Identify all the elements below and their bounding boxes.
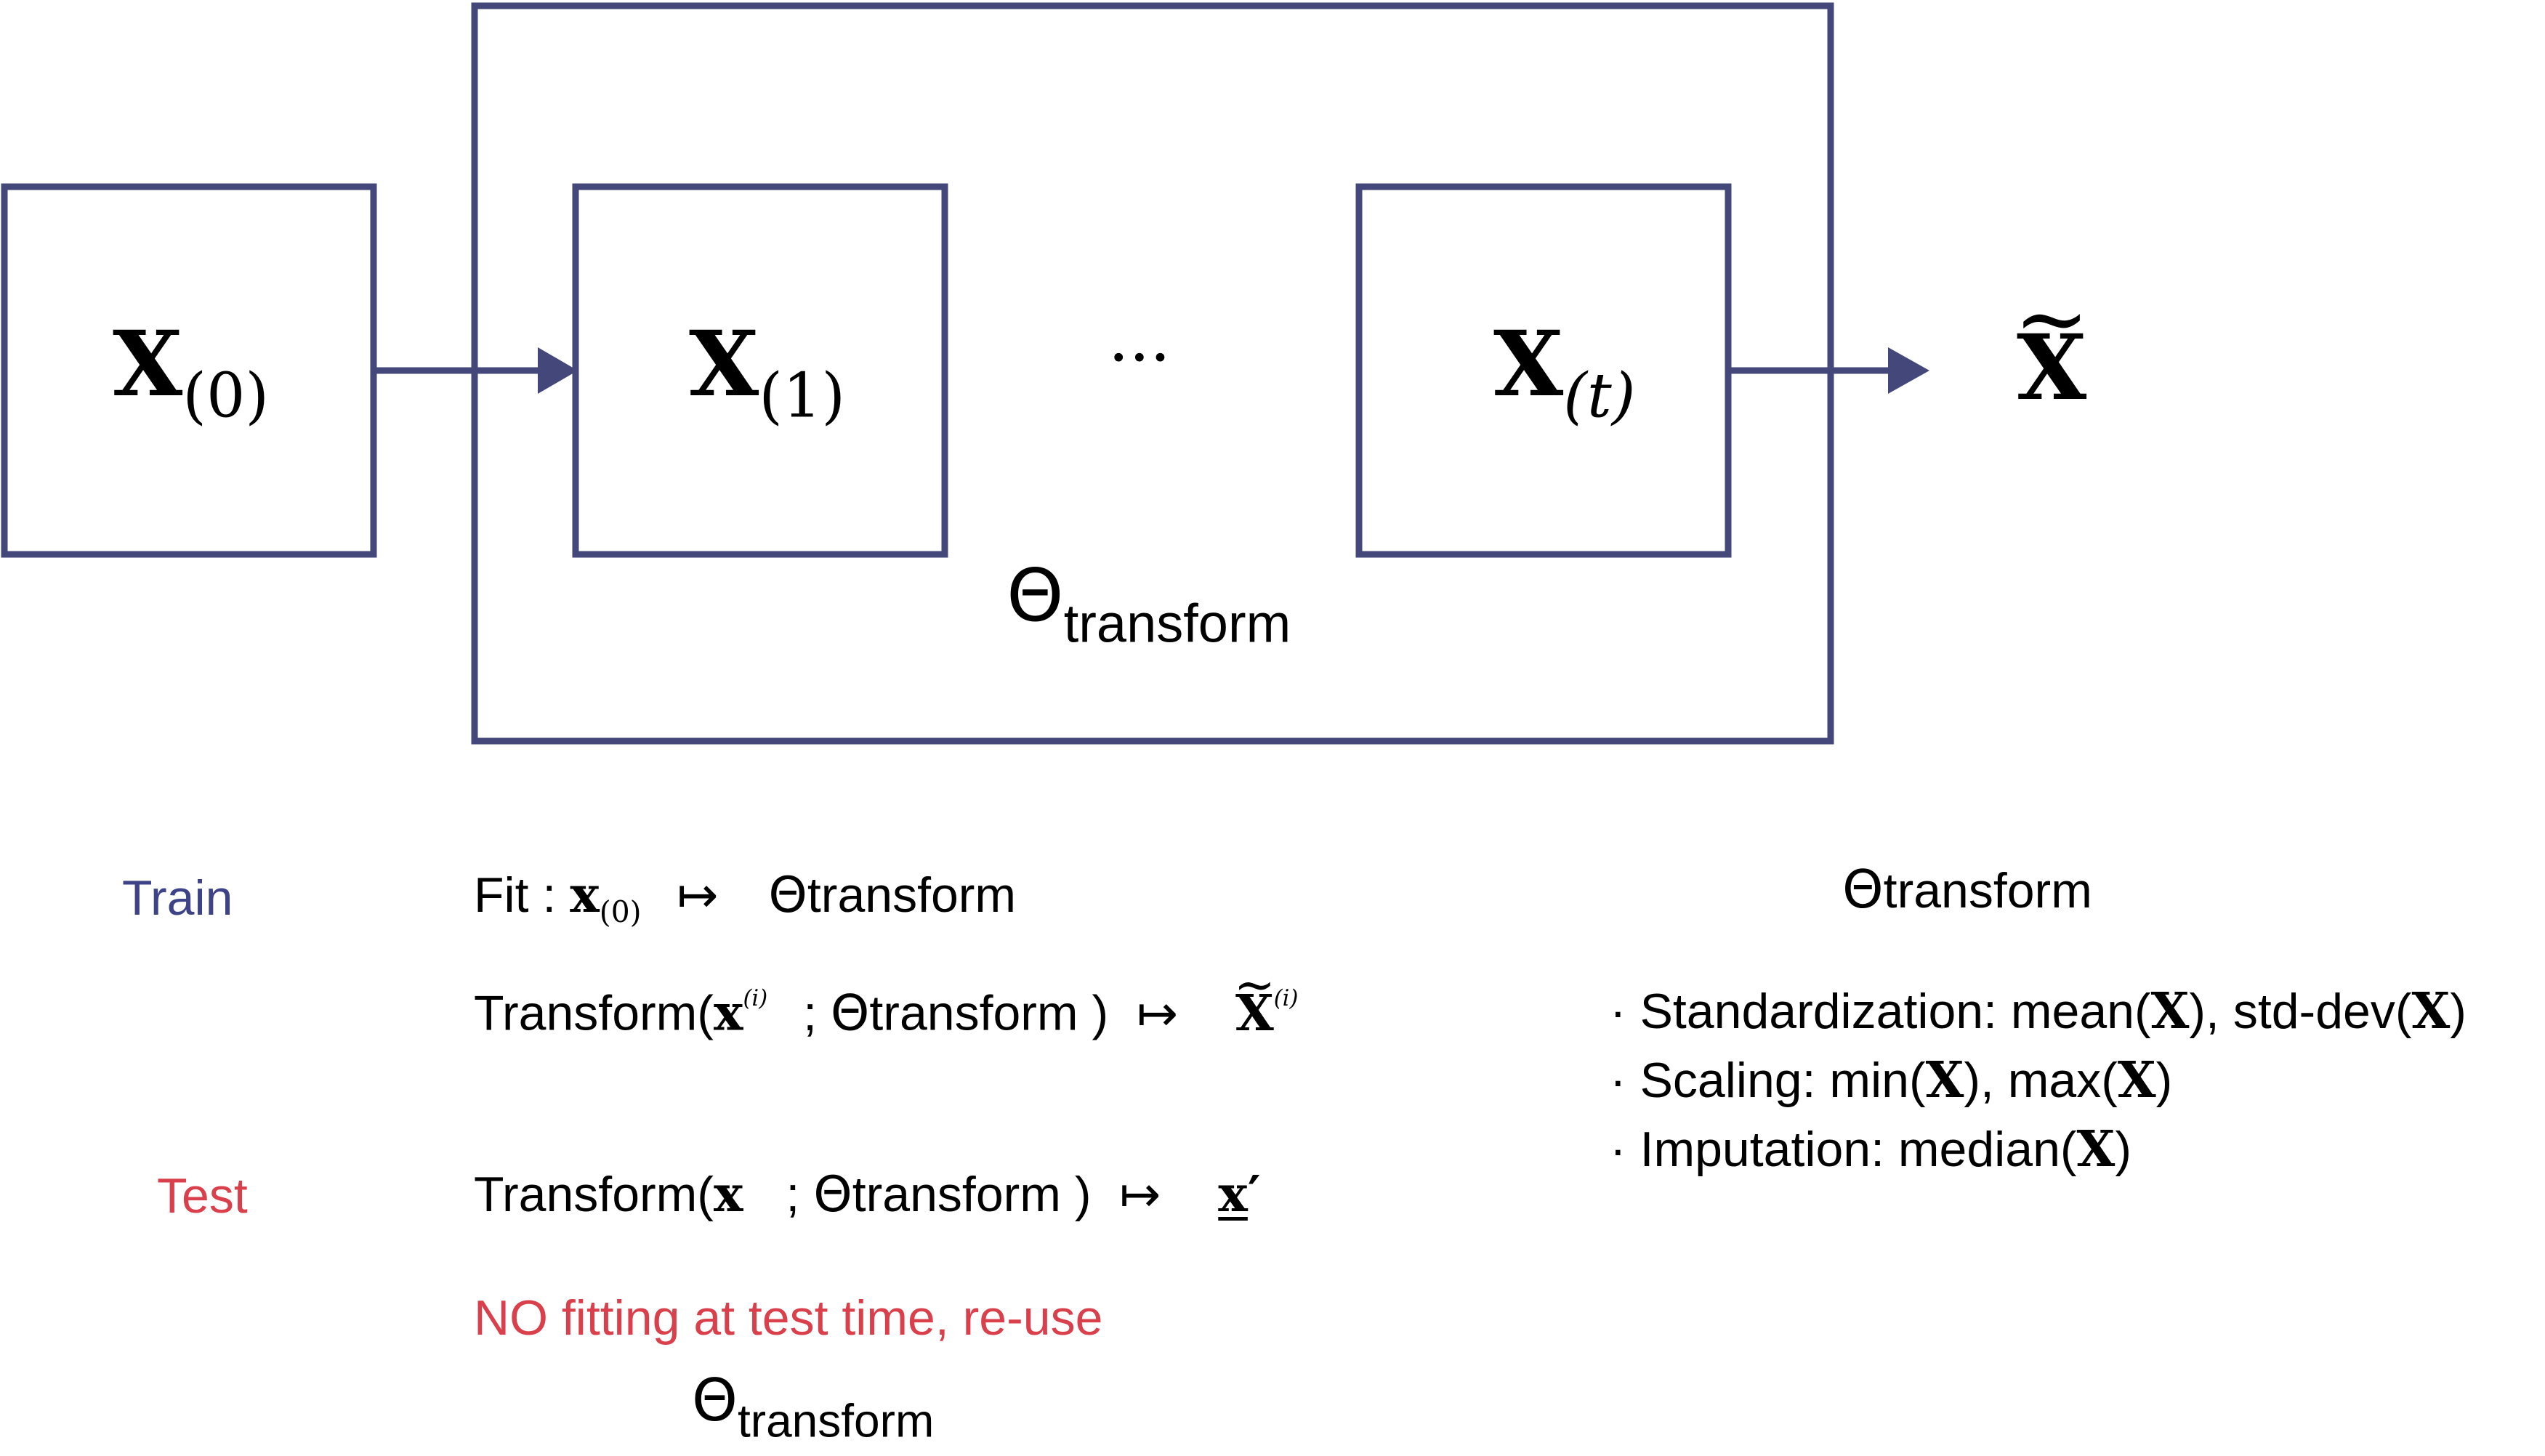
- test-transform-expression: Transform(x ; Θtransform ) ↦ x′: [474, 1165, 1261, 1224]
- fit-expression: Fit : x(0) ↦ Θtransform: [474, 866, 1017, 930]
- param-item-imputation: · Imputation: median(X): [1610, 1120, 2131, 1178]
- param-item-scaling: · Scaling: min(X), max(X): [1610, 1051, 2173, 1109]
- arrowhead-x1: [538, 347, 578, 394]
- box-x0-label: X(0): [113, 312, 270, 432]
- ellipsis: ···: [1108, 320, 1171, 396]
- box-xt-label: X(t): [1493, 312, 1636, 432]
- container-theta-label: Θtransform: [1007, 553, 1291, 654]
- test-note: NO fitting at test time, re-use: [474, 1290, 1103, 1346]
- train-transform-expression: Transform(x(i) ; Θtransform ) ↦ ~X(i): [474, 957, 1299, 1043]
- param-item-standardization: · Standardization: mean(X), std-dev(X): [1610, 982, 2467, 1040]
- params-heading: Θtransform: [1842, 859, 2092, 920]
- arrowhead-output: [1888, 347, 1929, 394]
- box-x1-label: X(1): [689, 312, 846, 432]
- test-label: Test: [157, 1168, 248, 1224]
- test-note-theta: Θtransform: [692, 1367, 935, 1447]
- train-label: Train: [122, 870, 233, 926]
- output-x-tilde: ~X: [2014, 266, 2090, 421]
